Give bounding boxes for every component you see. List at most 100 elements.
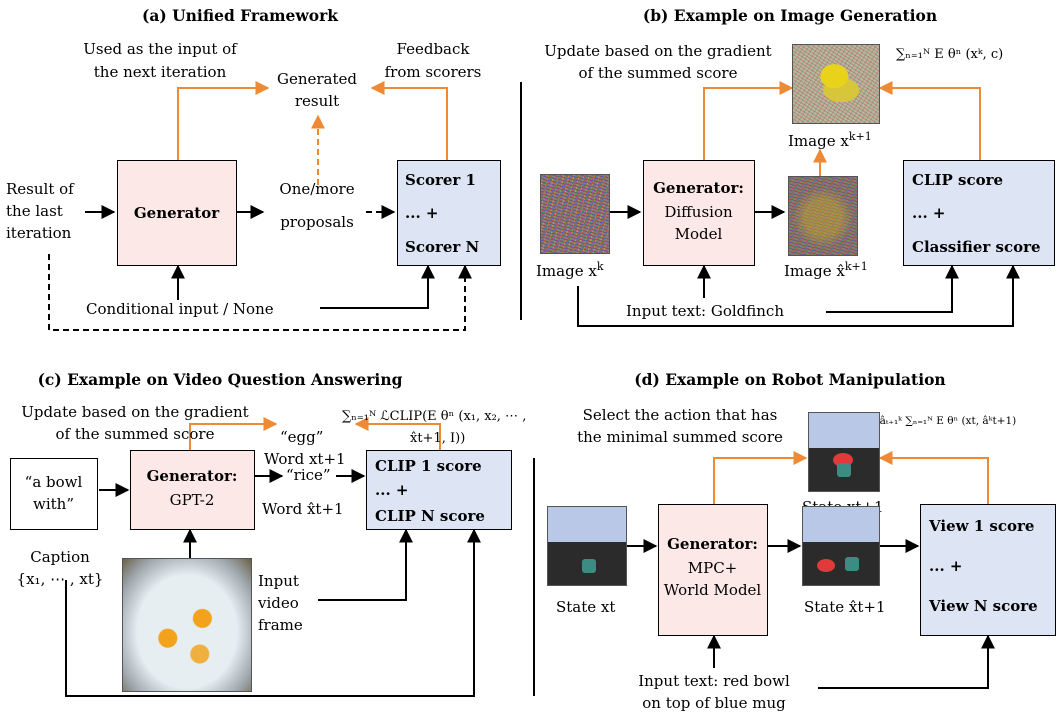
sum-formula-b: ∑ₙ₌₁ᴺ E θⁿ (xᵏ, c) <box>896 47 1004 62</box>
scorers-box: Scorer 1 ... + Scorer N <box>397 160 501 266</box>
proposals-line1: One/more <box>279 180 355 198</box>
panel-b-title: (b) Example on Image Generation <box>642 6 938 25</box>
clip-n-label: CLIP N score <box>375 507 485 525</box>
result-of-last-line1: Result of <box>6 180 74 198</box>
clip-plus-c: ... + <box>375 481 409 499</box>
arrow-text-to-view <box>818 634 995 689</box>
caption-label-line2: {x₁, ⋯ , xt} <box>16 570 104 588</box>
proposals-line2: proposals <box>280 213 354 231</box>
arrow-clip-to-word <box>354 417 441 450</box>
arrow-text-to-scorer <box>826 264 959 313</box>
classifier-score-label: Classifier score <box>912 238 1041 256</box>
arrow-generator-to-result <box>177 81 270 160</box>
diffusion-desc-line2: Model <box>674 225 723 243</box>
egg-word: “egg” <box>280 428 324 446</box>
conditional-input-label: Conditional input / None <box>86 300 274 318</box>
scorer-plus: ... + <box>405 204 439 222</box>
arrow-view-to-statenext <box>878 451 989 504</box>
view-n-label: View N score <box>929 597 1038 615</box>
input-text-d-line1: Input text: red bowl <box>638 672 790 690</box>
update-text-c-line2: of the summed score <box>55 425 215 443</box>
clip-1-label: CLIP 1 score <box>375 457 482 475</box>
image-xk-label: Image xk <box>536 258 603 280</box>
sum-formula-c-line1: ∑ₙ₌₁ᴺ ℒCLIP(E θⁿ (x₁, x₂, ⋯ , <box>342 409 527 424</box>
update-text-b-line1: Update based on the gradient <box>544 42 772 60</box>
image-xhat-noise <box>788 176 858 256</box>
clip-score-label: CLIP score <box>912 171 1004 189</box>
blue-mug-t <box>582 559 596 573</box>
mpc-desc-line2: World Model <box>663 581 762 599</box>
image-x-next-label: Image xk+1 <box>788 128 872 150</box>
clip-scores-box: CLIP 1 score ... + CLIP N score <box>366 450 512 530</box>
video-frame-eggs <box>122 558 252 692</box>
caption-input-box: “a bowl with” <box>10 458 98 530</box>
update-text-b-line2: of the summed score <box>578 64 738 82</box>
select-text-line1: Select the action that has <box>582 406 778 424</box>
mpc-generator-box: Generator: MPC+ World Model <box>658 504 768 636</box>
generator-box: Generator <box>117 160 237 266</box>
view-1-label: View 1 score <box>929 517 1035 535</box>
used-as-input-line2: the next iteration <box>93 63 227 81</box>
image-x-next-sup: k+1 <box>848 130 872 143</box>
panel-c-title: (c) Example on Video Question Answering <box>37 370 403 389</box>
separator-top <box>520 82 522 320</box>
video-input-line3: frame <box>258 616 303 634</box>
image-x-next-text: Image x <box>788 132 849 150</box>
state-next-image <box>808 412 880 492</box>
arrow-conditional-to-scorers <box>320 264 435 309</box>
diffusion-generator-label: Generator: <box>653 179 744 197</box>
state-xt-label: State xt <box>556 598 616 616</box>
mpc-generator-label: Generator: <box>667 535 758 553</box>
arrow-generator-to-statenext <box>713 451 808 504</box>
generator-label: Generator <box>133 204 220 222</box>
panel-a-title: (a) Unified Framework <box>142 6 338 25</box>
arrow-scorers-to-result <box>370 81 448 160</box>
mpc-desc-line1: MPC+ <box>687 559 738 577</box>
image-xhat-label: Image x̂k+1 <box>784 258 868 280</box>
used-as-input-line1: Used as the input of <box>83 40 237 58</box>
caption-line1: “a bowl <box>24 473 83 491</box>
generated-result-line1: Generated <box>276 70 358 88</box>
update-text-c-line1: Update based on the gradient <box>21 403 249 421</box>
video-input-line1: Input <box>258 572 299 590</box>
image-xk-sup: k <box>596 260 604 273</box>
word-next-label: Word xt+1 <box>264 450 346 468</box>
feedback-line1: Feedback <box>396 40 470 58</box>
blue-mug-hat <box>845 557 859 571</box>
scorer-1-label: Scorer 1 <box>405 171 476 189</box>
generated-result-line2: result <box>294 92 340 110</box>
gpt2-desc: GPT-2 <box>169 491 215 509</box>
input-text-d-line2: on top of blue mug <box>642 694 786 712</box>
result-of-last-line2: the last <box>6 202 63 220</box>
arrow-video-to-clip <box>318 528 413 601</box>
gpt2-generator-box: Generator: GPT-2 <box>130 450 255 530</box>
select-text-line2: the minimal summed score <box>577 428 783 446</box>
image-xhat-text: Image x̂ <box>784 262 845 280</box>
caption-line2: with” <box>33 495 74 513</box>
red-bowl-hat <box>817 559 835 572</box>
word-hat-label: Word x̂t+1 <box>262 500 344 518</box>
clip-plus-b: ... + <box>912 204 946 222</box>
diffusion-desc-line1: Diffusion <box>664 203 733 221</box>
view-plus: ... + <box>929 557 963 575</box>
arrow-scorer-to-imgnext <box>878 81 981 160</box>
diffusion-generator-box: Generator: Diffusion Model <box>643 160 755 266</box>
image-xk-noise <box>540 174 610 254</box>
state-xt-image <box>547 506 627 586</box>
gpt2-generator-label: Generator: <box>146 467 238 485</box>
arrow-generator-to-egg <box>189 417 278 450</box>
result-of-last-line3: iteration <box>6 224 72 242</box>
separator-bottom <box>533 458 535 696</box>
sum-formula-c-line2: x̂t+1, I)) <box>410 431 466 446</box>
clip-classifier-box: CLIP score ... + Classifier score <box>903 160 1055 266</box>
arrow-imgk-to-scorer <box>577 264 1020 327</box>
video-input-line2: video <box>258 594 299 612</box>
image-xk-text: Image x <box>536 262 597 280</box>
arrow-caption-to-clip <box>65 528 481 697</box>
image-xhat-sup: k+1 <box>844 260 868 273</box>
image-x-next-goldfinch <box>792 44 880 124</box>
input-text-goldfinch: Input text: Goldfinch <box>626 302 784 320</box>
state-hat-image <box>802 506 880 586</box>
rice-word: “rice” <box>286 466 331 484</box>
